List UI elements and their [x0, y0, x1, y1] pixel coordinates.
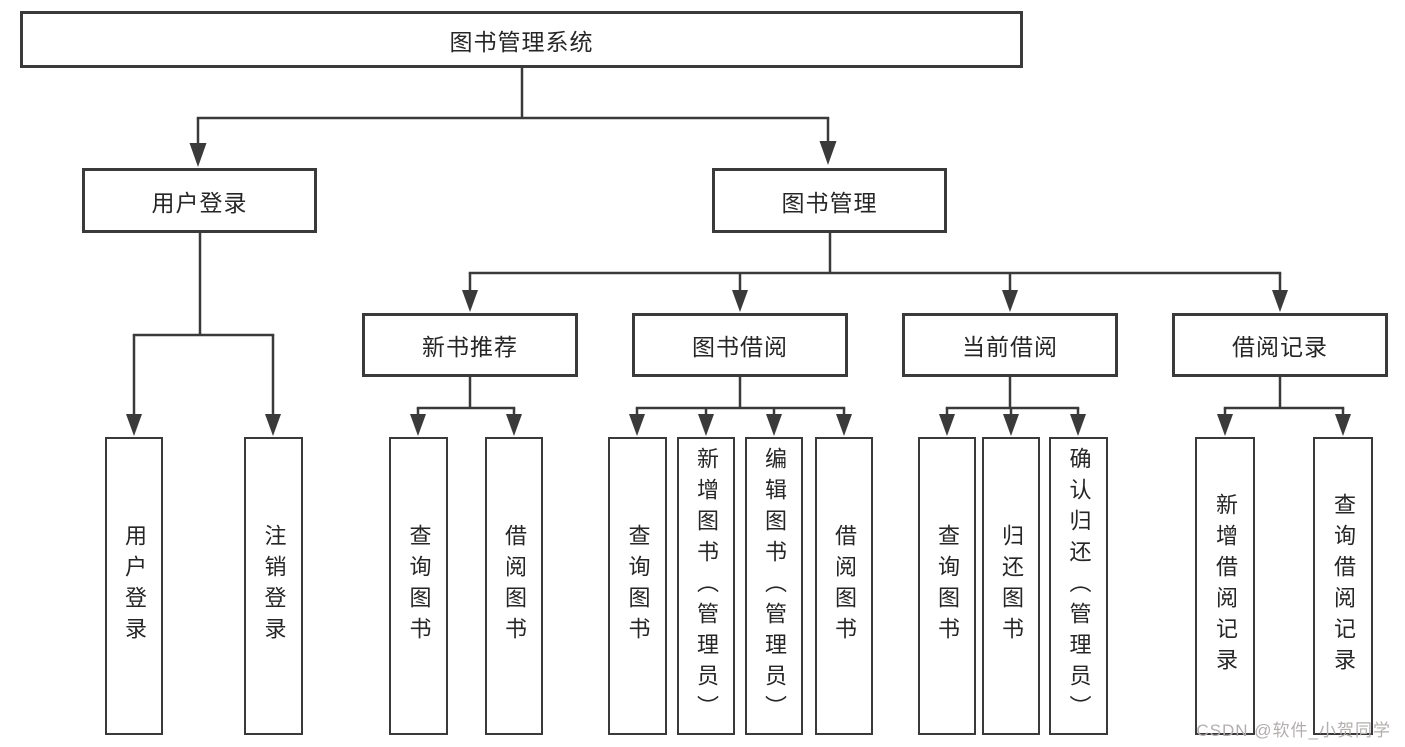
node-borrow-records: 借阅记录 — [1172, 313, 1388, 377]
node-user-login: 用户登录 — [82, 168, 317, 233]
leaf-query-borrow-record: 查询借阅记录 — [1313, 437, 1373, 735]
leaf-query-books-recommend: 查询图书 — [389, 437, 448, 735]
leaf-logout-login: 注销登录 — [244, 437, 303, 735]
leaf-query-books-borrow: 查询图书 — [608, 437, 667, 735]
leaf-user-login: 用户登录 — [105, 437, 163, 735]
node-current-borrow: 当前借阅 — [902, 313, 1118, 377]
node-library-management-system: 图书管理系统 — [20, 11, 1023, 68]
leaf-borrow-books-recommend: 借阅图书 — [485, 437, 543, 735]
leaf-add-books-admin: 新增图书（管理员） — [677, 437, 735, 735]
leaf-add-borrow-record: 新增借阅记录 — [1195, 437, 1255, 735]
node-book-management: 图书管理 — [712, 168, 947, 233]
leaf-edit-books-admin: 编辑图书（管理员） — [745, 437, 803, 735]
leaf-borrow-books: 借阅图书 — [815, 437, 873, 735]
csdn-watermark: CSDN @软件_小贺同学 — [1196, 721, 1391, 740]
node-new-book-recommend: 新书推荐 — [362, 313, 578, 377]
leaf-return-books: 归还图书 — [982, 437, 1040, 735]
arrowheads — [126, 141, 1351, 436]
leaf-confirm-return-admin: 确认归还（管理员） — [1049, 437, 1108, 735]
leaf-query-books-current: 查询图书 — [918, 437, 976, 735]
node-book-borrow: 图书借阅 — [632, 313, 848, 377]
